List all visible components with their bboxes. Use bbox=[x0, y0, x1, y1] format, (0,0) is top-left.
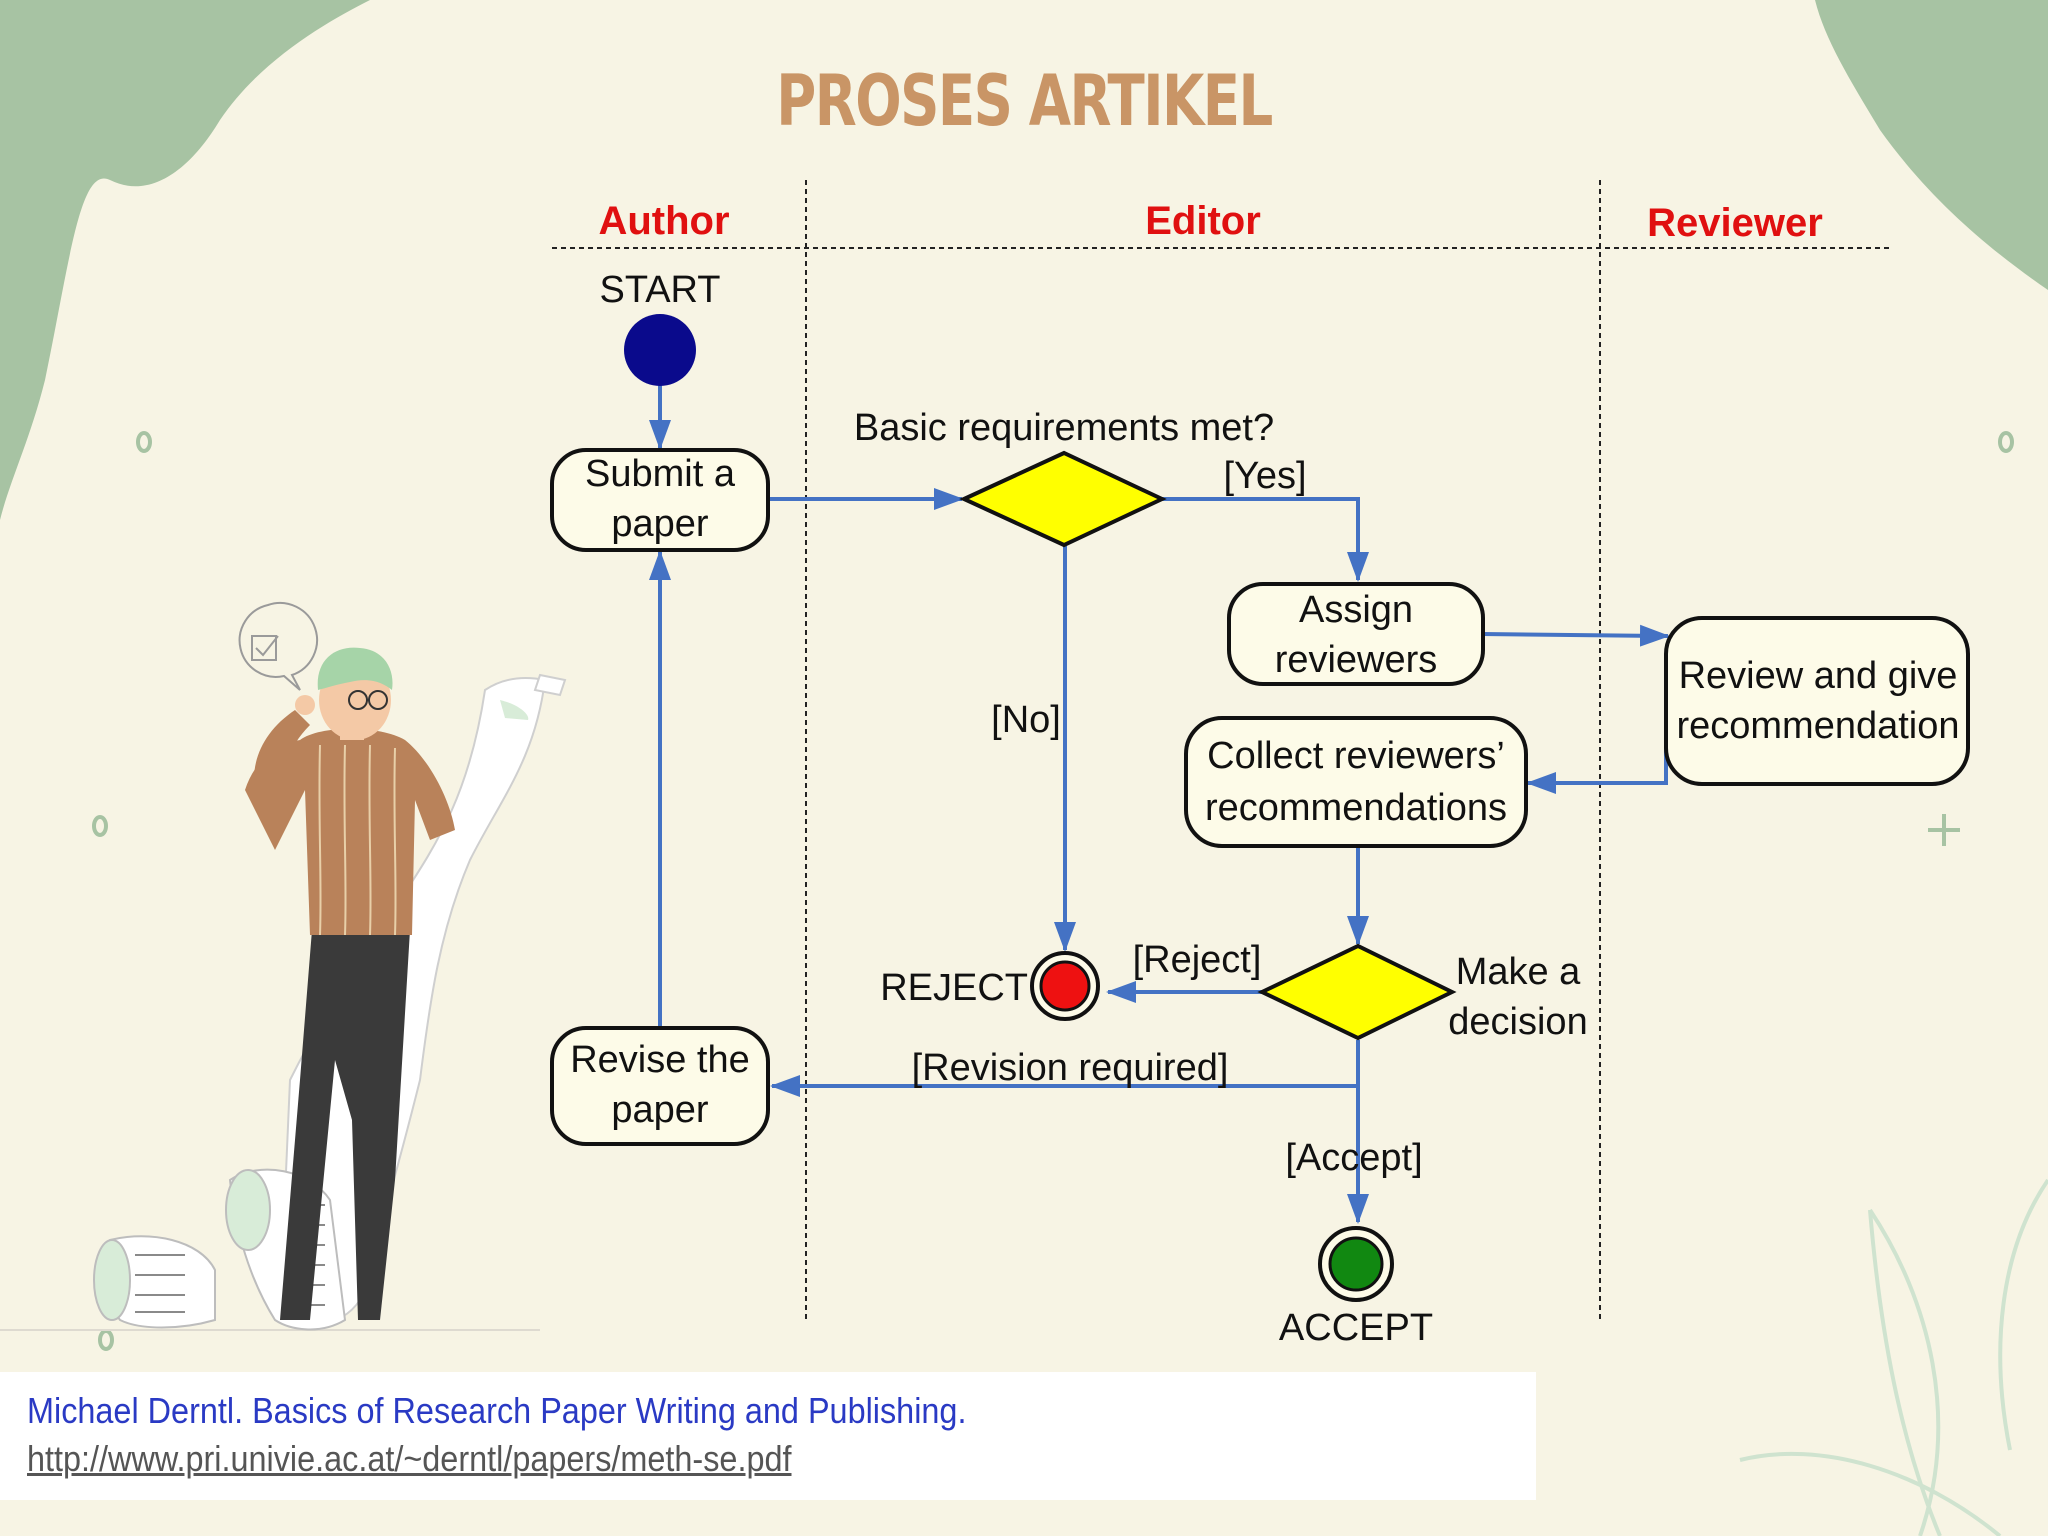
leaf-decoration bbox=[1739, 1178, 2048, 1536]
submit-paper-label-2: paper bbox=[611, 503, 709, 545]
edge-label-revision: [Revision required] bbox=[912, 1047, 1229, 1089]
citation-box: Michael Derntl. Basics of Research Paper… bbox=[0, 1372, 1536, 1500]
basic-requirements-decision[interactable] bbox=[959, 450, 1167, 548]
revise-paper-label-2: paper bbox=[611, 1089, 709, 1131]
collect-label-1: Collect reviewers’ bbox=[1207, 735, 1505, 777]
review-node[interactable]: Review and give recommendation bbox=[1664, 616, 1970, 786]
review-label-1: Review and give bbox=[1679, 655, 1958, 697]
review-label-2: recommendation bbox=[1676, 705, 1959, 747]
top-right-blob bbox=[1815, 0, 2048, 290]
accept-label: ACCEPT bbox=[1279, 1307, 1433, 1349]
swimlane-grid bbox=[552, 180, 1890, 1320]
citation-link[interactable]: http://www.pri.univie.ac.at/~derntl/pape… bbox=[27, 1438, 792, 1479]
start-node[interactable] bbox=[624, 314, 696, 386]
assign-reviewers-label-1: Assign bbox=[1299, 589, 1413, 631]
collect-recommendations-node[interactable]: Collect reviewers’ recommendations bbox=[1184, 716, 1528, 848]
edge-label-yes: [Yes] bbox=[1223, 455, 1306, 497]
lane-title-author: Author bbox=[598, 199, 729, 243]
basic-requirements-label: Basic requirements met? bbox=[854, 407, 1274, 449]
accept-end-node[interactable] bbox=[1318, 1226, 1394, 1302]
revise-paper-node[interactable]: Revise the paper bbox=[550, 1026, 770, 1146]
ring-decorations bbox=[92, 431, 2014, 1351]
arrow-assign-to-review bbox=[1481, 624, 1670, 647]
lane-title-editor: Editor bbox=[1145, 199, 1261, 243]
reject-end-node[interactable] bbox=[1030, 951, 1100, 1021]
make-decision-label-2: decision bbox=[1448, 1001, 1587, 1043]
submit-paper-label-1: Submit a bbox=[585, 453, 736, 495]
start-label: START bbox=[599, 269, 720, 311]
submit-paper-node[interactable]: Submit a paper bbox=[550, 448, 770, 552]
lane-title-reviewer: Reviewer bbox=[1647, 201, 1823, 245]
arrow-yes-to-assign bbox=[1162, 497, 1369, 582]
plus-decoration bbox=[1928, 814, 1960, 846]
reject-label: REJECT bbox=[880, 967, 1028, 1009]
edge-label-reject: [Reject] bbox=[1133, 939, 1262, 981]
page-title: PROSES ARTIKEL bbox=[776, 60, 1273, 142]
citation-text: Michael Derntl. Basics of Research Paper… bbox=[27, 1390, 967, 1431]
make-decision-label-1: Make a bbox=[1456, 951, 1581, 993]
arrow-review-to-collect bbox=[1526, 740, 1668, 794]
edge-label-no: [No] bbox=[991, 699, 1061, 741]
assign-reviewers-node[interactable]: Assign reviewers bbox=[1227, 582, 1485, 686]
edge-label-accept: [Accept] bbox=[1285, 1137, 1422, 1179]
collect-label-2: recommendations bbox=[1205, 787, 1507, 829]
assign-reviewers-label-2: reviewers bbox=[1275, 639, 1438, 681]
make-decision-node[interactable] bbox=[1257, 943, 1457, 1041]
revise-paper-label-1: Revise the bbox=[570, 1039, 750, 1081]
person-illustration bbox=[93, 602, 567, 1331]
top-left-blob bbox=[0, 0, 370, 520]
